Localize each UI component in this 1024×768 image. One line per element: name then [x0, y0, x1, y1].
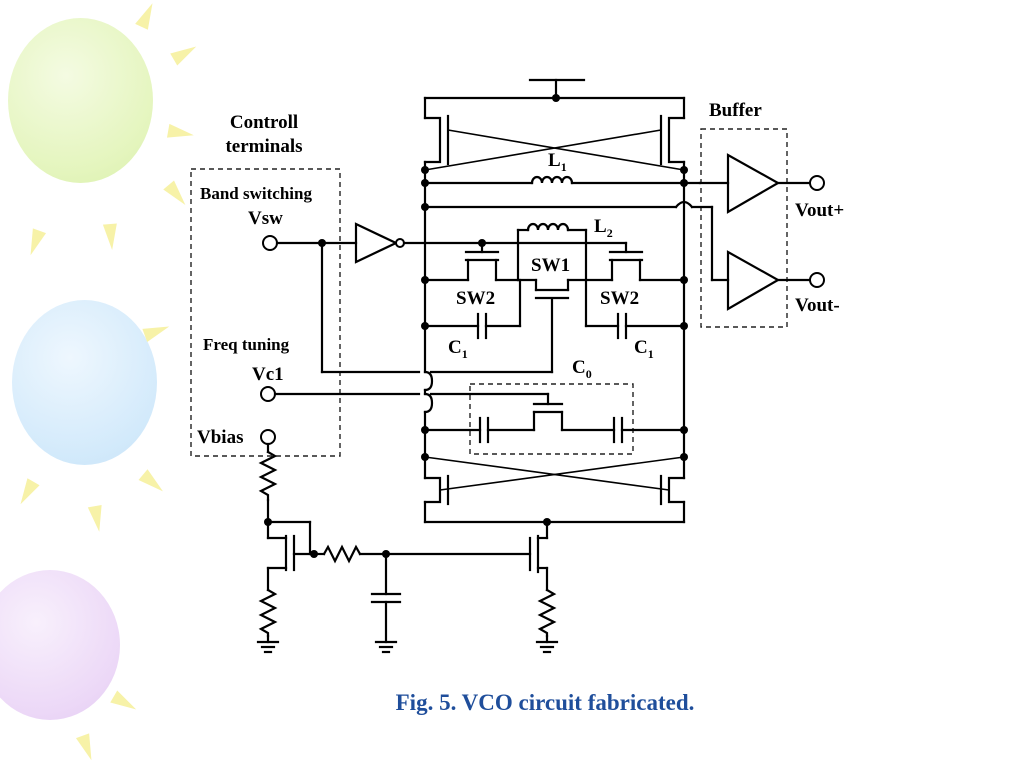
- freq-tuning-label: Freq tuning: [203, 335, 290, 354]
- controll-label-line2: terminals: [225, 136, 302, 157]
- l2-label: L2: [594, 216, 613, 240]
- controll-label-line1: Controll: [230, 112, 298, 133]
- c0-label: C0: [572, 357, 592, 381]
- c1-left-label: C1: [448, 337, 468, 361]
- l1-label: L1: [548, 150, 567, 174]
- vout-plus-label: Vout+: [795, 200, 844, 221]
- sw1-label: SW1: [531, 255, 570, 276]
- vsw-label: Vsw: [248, 208, 283, 229]
- vbias-label: Vbias: [197, 427, 243, 448]
- c0-box: [469, 383, 634, 455]
- band-switching-label: Band switching: [200, 184, 312, 203]
- balloon-blue: [12, 300, 157, 465]
- buffer-box: [700, 128, 788, 328]
- balloon-purple: [0, 570, 120, 720]
- c1-right-label: C1: [634, 337, 654, 361]
- balloon-green: [8, 18, 153, 183]
- control-terminals-box: [190, 168, 341, 457]
- figure-caption: Fig. 5. VCO circuit fabricated.: [395, 690, 695, 715]
- vout-minus-label: Vout-: [795, 295, 840, 316]
- buffer-label: Buffer: [709, 100, 762, 121]
- vc1-label: Vc1: [252, 364, 284, 385]
- sw2-right-label: SW2: [600, 288, 639, 309]
- sw2-left-label: SW2: [456, 288, 495, 309]
